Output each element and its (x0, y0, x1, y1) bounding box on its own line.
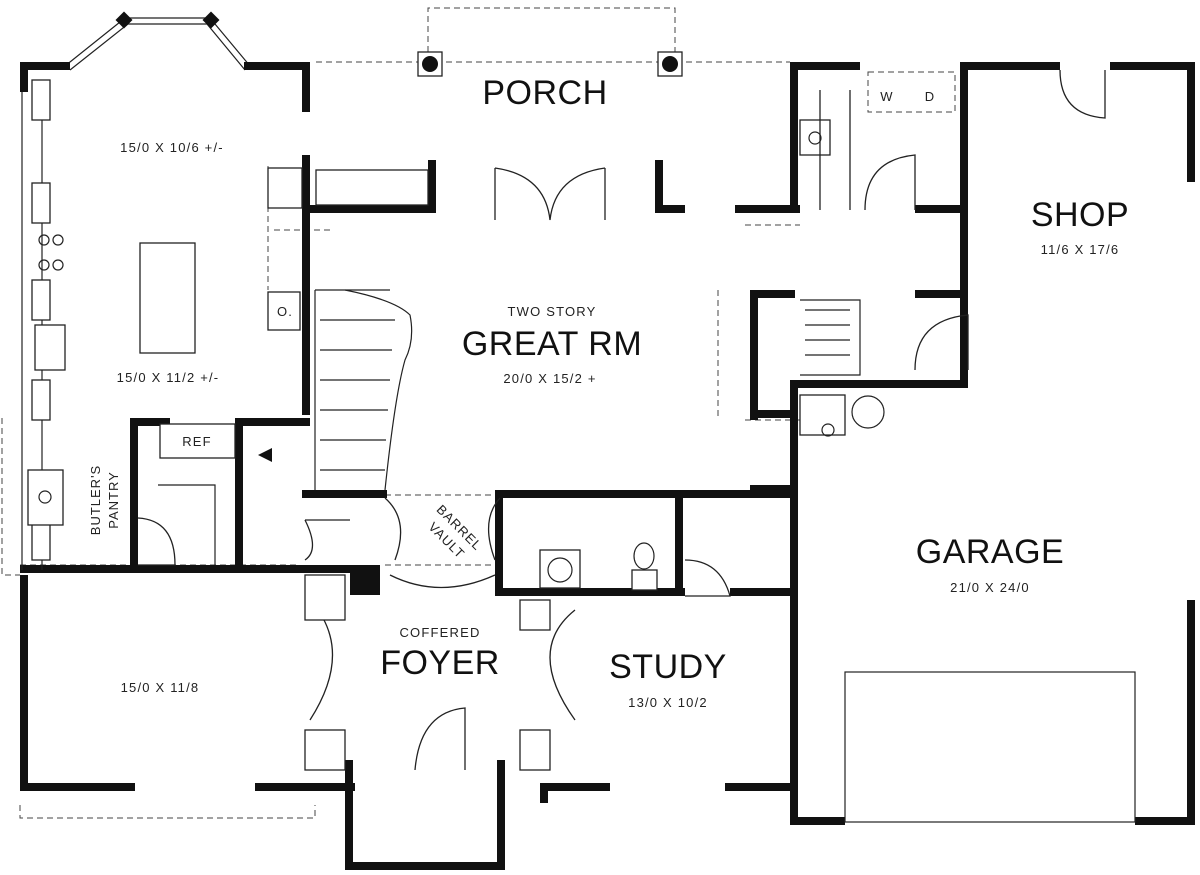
wall (730, 588, 795, 596)
wall (20, 62, 65, 70)
refrigerator (159, 423, 236, 459)
room-label-porch: PORCH (482, 74, 607, 112)
wall (302, 62, 310, 112)
room-note-foyer: COFFERED (399, 625, 480, 640)
wall (790, 817, 845, 825)
wall (130, 418, 170, 426)
room-dims-great-room: 20/0 X 15/2 + (503, 371, 596, 386)
room-label-great-room: GREAT RM (462, 325, 642, 363)
room-note-great-room: TWO STORY (507, 304, 596, 319)
bath-fixtures (539, 542, 658, 591)
room-dims-study: 13/0 X 10/2 (628, 695, 708, 710)
room-label-foyer: FOYER (380, 644, 500, 682)
wall (540, 783, 610, 791)
staircase (258, 289, 413, 491)
wall (1187, 600, 1195, 825)
room-label-barrel-vault: BARREL VAULT (425, 502, 485, 562)
wall (675, 490, 683, 595)
fixture-label-ref: REF (182, 434, 212, 449)
room-label-shop: SHOP (1031, 196, 1129, 234)
closet-shelving (800, 299, 861, 376)
wall (20, 783, 135, 791)
wall (655, 205, 685, 213)
wall (960, 62, 1060, 70)
fixture-label-oven: O. (277, 304, 293, 319)
wall (750, 290, 795, 298)
kitchen-island (139, 242, 196, 354)
wall (428, 160, 436, 213)
wall (725, 783, 795, 791)
room-dims-dining: 15/0 X 11/8 (121, 680, 200, 695)
wall (350, 565, 380, 595)
butlers-pantry-line1: BUTLER'S (88, 465, 103, 535)
porch-column-icon (417, 51, 683, 77)
wall (735, 205, 800, 213)
room-label-garage: GARAGE (916, 533, 1064, 571)
wall (495, 588, 685, 596)
room-dims-garage: 21/0 X 24/0 (950, 580, 1030, 595)
wall (345, 760, 353, 870)
kitchen-counters (21, 79, 196, 570)
wall (20, 62, 28, 92)
fixture-label-dryer: D (925, 89, 936, 104)
wall (655, 160, 663, 213)
oven-unit (267, 291, 301, 331)
wall (20, 565, 380, 573)
room-label-study: STUDY (609, 648, 727, 686)
wall (495, 490, 795, 498)
garage-entry-door (684, 559, 731, 597)
wall (302, 205, 432, 213)
wall (497, 760, 505, 870)
garage-door (844, 671, 1136, 823)
room-dims-kitchen-top: 15/0 X 10/6 +/- (120, 140, 224, 155)
bay-window (58, 11, 256, 71)
wall (130, 418, 138, 573)
walls (20, 62, 1195, 870)
pantry-fixtures (27, 469, 216, 566)
wall (750, 290, 758, 420)
wall (1187, 62, 1195, 182)
kitchen-sink (34, 324, 66, 371)
cooktop-icon (38, 234, 64, 271)
wall (495, 490, 503, 595)
fixture-label-washer: W (880, 89, 893, 104)
laundry-doors (819, 69, 1106, 371)
wall (302, 155, 310, 415)
wall (255, 783, 355, 791)
wall (790, 62, 798, 212)
wall (915, 205, 968, 213)
room-dims-kitchen-bottom: 15/0 X 11/2 +/- (117, 370, 220, 385)
wall (1135, 817, 1195, 825)
wall (790, 62, 860, 70)
wall (302, 490, 387, 498)
laundry-sink (799, 119, 831, 156)
foyer-doors (304, 497, 576, 771)
wall (540, 783, 548, 803)
wall (345, 862, 505, 870)
wall (790, 380, 968, 388)
room-dims-shop: 11/6 X 17/6 (1041, 242, 1120, 257)
wall (790, 380, 798, 825)
butlers-pantry-line2: PANTRY (106, 471, 121, 529)
wall (750, 485, 795, 493)
wall (750, 410, 795, 418)
wall (235, 418, 310, 426)
wall (915, 290, 968, 298)
fireplace-bookcase (267, 167, 429, 209)
wall (248, 62, 310, 70)
wall (1110, 62, 1195, 70)
french-doors (494, 167, 606, 221)
water-heater (799, 394, 885, 437)
wall (960, 62, 968, 387)
wall (235, 418, 243, 568)
room-label-butlers-pantry: BUTLER'S PANTRY (88, 465, 121, 535)
wall (20, 575, 28, 790)
stair-arrow-icon (258, 448, 272, 462)
